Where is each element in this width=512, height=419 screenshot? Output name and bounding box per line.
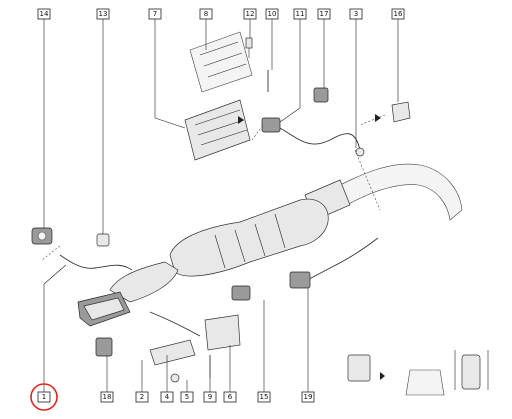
callout-14[interactable]: 14 [37, 8, 51, 20]
svg-text:8: 8 [204, 10, 208, 18]
part-17-connector [313, 87, 329, 103]
exhaust-assembly [77, 163, 463, 327]
manifold-flange [83, 297, 125, 321]
rear-pipe [329, 163, 463, 221]
detail-views [347, 350, 489, 396]
callout-16[interactable]: 16 [391, 8, 405, 20]
callout-5[interactable]: 5 [180, 391, 194, 403]
part-12-bolt [245, 37, 253, 58]
svg-text:13: 13 [99, 10, 108, 18]
arrow-icon [238, 116, 244, 124]
svg-text:10: 10 [268, 10, 277, 18]
part-3-sensor [355, 147, 365, 157]
svg-text:9: 9 [208, 393, 212, 401]
svg-text:4: 4 [165, 393, 170, 401]
svg-text:1: 1 [42, 393, 46, 401]
arrow-icon [375, 114, 381, 122]
callout-12[interactable]: 12 [243, 8, 257, 20]
part-5-nut [170, 373, 180, 383]
part-16-clip [391, 101, 411, 123]
part-18-connector [95, 337, 113, 357]
svg-text:7: 7 [153, 10, 157, 18]
front-pipe [109, 261, 179, 303]
callout-13[interactable]: 13 [96, 8, 110, 20]
callout-17[interactable]: 17 [317, 8, 331, 20]
part-8-upper-shield [189, 31, 253, 93]
part-15-sensor [231, 285, 251, 301]
svg-text:6: 6 [228, 393, 233, 401]
part-2-bracket [149, 339, 196, 366]
callout-4[interactable]: 4 [160, 391, 174, 403]
sensor-wire-top [279, 127, 361, 151]
svg-text:15: 15 [260, 393, 269, 401]
svg-text:2: 2 [140, 393, 144, 401]
svg-text:14: 14 [40, 10, 49, 18]
callout-9[interactable]: 9 [203, 391, 217, 403]
callout-18[interactable]: 18 [100, 391, 114, 403]
part-6-mount [204, 314, 241, 351]
svg-text:11: 11 [296, 10, 305, 18]
callout-11[interactable]: 11 [293, 8, 307, 20]
svg-text:19: 19 [304, 393, 313, 401]
sensor-wire-right [297, 237, 379, 286]
part-11-sensor [261, 117, 281, 133]
svg-text:18: 18 [103, 393, 112, 401]
svg-text:5: 5 [185, 393, 189, 401]
catalytic-converter [169, 198, 329, 277]
callout-7[interactable]: 7 [148, 8, 162, 20]
callout-10[interactable]: 10 [265, 8, 279, 20]
part-13-clip [96, 233, 110, 247]
leader-lines [43, 19, 399, 392]
callout-8[interactable]: 8 [199, 8, 213, 20]
callout-3[interactable]: 3 [349, 8, 363, 20]
svg-text:12: 12 [246, 10, 255, 18]
callout-15[interactable]: 15 [257, 391, 271, 403]
highlight-circle [30, 383, 58, 411]
svg-text:17: 17 [320, 10, 329, 18]
part-14-connector [31, 227, 53, 245]
part-7-bracket [184, 99, 251, 161]
svg-text:16: 16 [394, 10, 403, 18]
callout-6[interactable]: 6 [223, 391, 237, 403]
callout-1[interactable]: 1 [30, 383, 58, 411]
callout-2[interactable]: 2 [135, 391, 149, 403]
part-19-connector [289, 271, 311, 289]
sensor-wire-lower [149, 311, 201, 337]
callout-19[interactable]: 19 [301, 391, 315, 403]
svg-text:3: 3 [354, 10, 358, 18]
sensor-wire-front [59, 254, 133, 271]
arrow-icon [380, 372, 385, 380]
